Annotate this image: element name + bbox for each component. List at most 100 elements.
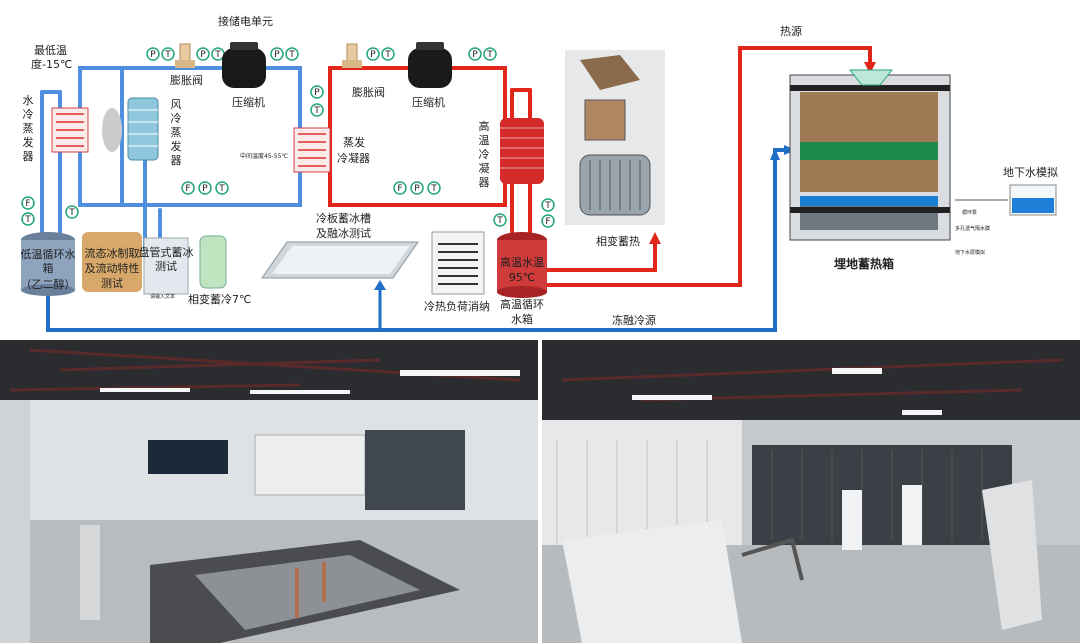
label-pcm-heat: 相变蓄热 [596, 234, 640, 248]
svg-text:P: P [150, 50, 156, 60]
air-evaporator [102, 97, 159, 161]
label-evap-condenser: 蒸发 冷凝器 [337, 135, 370, 165]
svg-text:T: T [218, 184, 225, 194]
svg-text:P: P [314, 88, 320, 98]
svg-text:高温循环: 高温循环 [500, 297, 544, 311]
svg-text:水: 水 [23, 94, 34, 107]
svg-text:及流动特性: 及流动特性 [85, 261, 140, 275]
lab-render-right [542, 340, 1080, 643]
svg-text:冷: 冷 [23, 108, 34, 121]
expansion-valve-left [175, 43, 195, 68]
svg-text:T: T [164, 50, 171, 60]
sensor-f: F [393, 181, 407, 195]
svg-text:蒸: 蒸 [171, 126, 182, 139]
flow-ice-unit [82, 232, 142, 292]
sensor-p: P [198, 181, 212, 195]
svg-text:水箱: 水箱 [511, 312, 533, 326]
sensor-t: T [285, 47, 299, 61]
svg-text:T: T [313, 106, 320, 116]
sensor-p: P [468, 47, 482, 61]
svg-text:器: 器 [171, 154, 182, 167]
label-plate-tank: 冷板蓄冰槽 及融冰测试 [316, 211, 371, 240]
label-cold-source: 冻融冷源 [612, 313, 656, 327]
svg-text:风: 风 [171, 98, 182, 111]
svg-text:盘管式蓄冰: 盘管式蓄冰 [139, 245, 194, 259]
svg-text:（乙二醇）: （乙二醇） [21, 277, 76, 291]
sensor-p: P [196, 47, 210, 61]
sensor-t: T [381, 47, 395, 61]
label-heat-source: 热源 [780, 24, 802, 38]
high-temp-tank [497, 232, 547, 298]
label-load: 冷热负荷消纳 [424, 299, 490, 313]
sensor-p: P [270, 47, 284, 61]
svg-text:冷板蓄冰槽: 冷板蓄冰槽 [316, 211, 371, 225]
svg-text:T: T [430, 184, 437, 194]
svg-text:发: 发 [171, 139, 182, 153]
label-buried-box: 埋地蓄热箱 [834, 256, 894, 271]
svg-text:箱: 箱 [43, 261, 54, 275]
svg-text:F: F [25, 199, 30, 209]
compressor-left [222, 42, 266, 88]
diagram-labels: 接储电单元 最低温 度-15℃ 水 冷 蒸 发 器 风 冷 蒸 发 器 膨胀阀 … [21, 14, 1059, 327]
pcm-cold-unit [199, 235, 227, 289]
svg-text:凝: 凝 [479, 161, 490, 175]
svg-text:冷凝器: 冷凝器 [337, 151, 370, 165]
svg-text:T: T [496, 216, 503, 226]
high-temp-condenser [500, 118, 544, 184]
water-evaporator-coil [51, 107, 89, 153]
label-water-evaporator: 水 冷 蒸 发 器 [23, 94, 34, 163]
svg-text:发: 发 [23, 135, 34, 149]
svg-text:T: T [24, 215, 31, 225]
sensor-t: T [65, 205, 79, 219]
compressor-right [408, 42, 452, 88]
svg-text:T: T [384, 50, 391, 60]
plate-ice-tank [261, 241, 419, 279]
svg-text:蒸: 蒸 [23, 122, 34, 135]
label-air-evaporator: 风 冷 蒸 发 器 [171, 98, 182, 167]
label-circulation-pump: 循环泵 [962, 209, 977, 216]
sensor-t: T [215, 181, 229, 195]
svg-text:P: P [202, 184, 208, 194]
label-ht-tank-temp: 高温水温 95℃ [500, 255, 544, 284]
svg-text:F: F [185, 184, 190, 194]
svg-text:F: F [545, 217, 550, 227]
svg-text:冷: 冷 [479, 148, 490, 161]
label-mid-temp: 中间温度45-55℃ [240, 152, 288, 160]
svg-text:95℃: 95℃ [509, 271, 535, 284]
sensor-p: P [366, 47, 380, 61]
svg-text:T: T [486, 50, 493, 60]
svg-text:蒸发: 蒸发 [343, 135, 365, 149]
svg-text:测试: 测试 [155, 260, 177, 273]
svg-text:F: F [397, 184, 402, 194]
label-storage-unit: 接储电单元 [218, 14, 273, 28]
label-ht-condenser: 高 温 冷 凝 器 [479, 119, 490, 189]
svg-text:T: T [214, 50, 221, 60]
svg-text:器: 器 [479, 176, 490, 189]
groundwater-tank [955, 184, 1057, 216]
sensor-group: P T P T P T P T P T P T F P T F P T F T … [21, 47, 555, 228]
hot-arrows [649, 62, 876, 244]
label-porous-pipe: 多孔透气隔水膜 [955, 225, 990, 232]
evaporative-condenser [293, 127, 331, 173]
svg-text:器: 器 [23, 150, 34, 163]
sensor-t: T [541, 198, 555, 212]
sensor-t: T [161, 47, 175, 61]
sensor-f: F [21, 196, 35, 210]
label-small-text: 请输入文本 [150, 293, 175, 300]
svg-text:低温循环水: 低温循环水 [21, 248, 76, 261]
label-expansion-valve-1: 膨胀阀 [170, 73, 203, 87]
svg-text:P: P [370, 50, 376, 60]
svg-text:T: T [544, 201, 551, 211]
buried-heat-box [789, 69, 951, 241]
svg-text:及融冰测试: 及融冰测试 [316, 227, 371, 240]
label-pcm-cold: 相变蓄冷7℃ [188, 292, 251, 306]
svg-text:测试: 测试 [101, 277, 123, 290]
sensor-f: F [541, 214, 555, 228]
sensor-t: T [21, 212, 35, 226]
svg-text:高: 高 [479, 119, 490, 133]
label-coil-ice: 盘管式蓄冰 测试 [139, 245, 194, 273]
pcm-heat-unit [565, 50, 665, 225]
svg-text:冷: 冷 [171, 112, 182, 125]
sensor-p: P [310, 85, 324, 99]
photo-divider [538, 340, 542, 643]
